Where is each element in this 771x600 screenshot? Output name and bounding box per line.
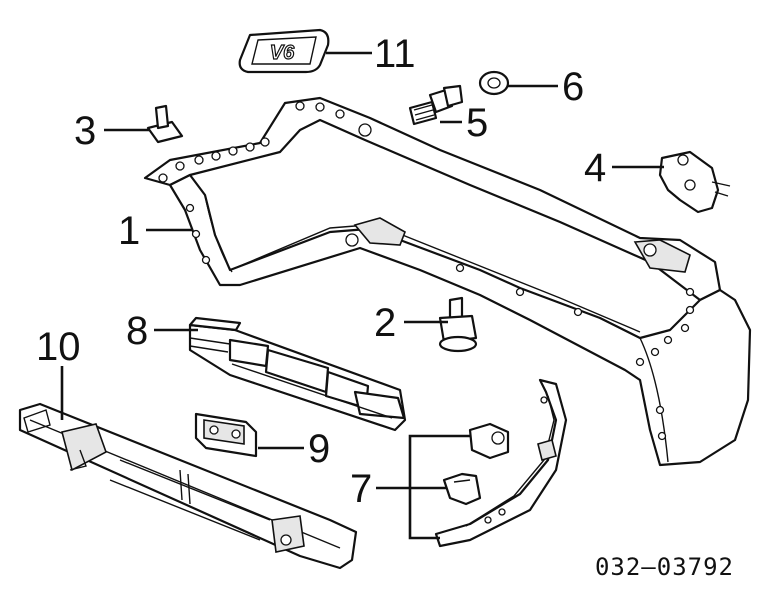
drawing-code: 032–03792 bbox=[595, 553, 734, 581]
flange-holes bbox=[158, 101, 695, 441]
callout-labels: 11 6 5 3 4 1 2 8 10 9 7 bbox=[36, 32, 606, 511]
callout-7: 7 bbox=[350, 467, 372, 511]
callout-5: 5 bbox=[466, 101, 488, 145]
v6-emblem-part: V6 bbox=[238, 28, 330, 74]
trim-bracket-part bbox=[434, 378, 568, 548]
callout-10: 10 bbox=[36, 325, 81, 369]
callout-2: 2 bbox=[374, 301, 396, 345]
leader-lines bbox=[60, 51, 664, 540]
callout-11: 11 bbox=[374, 32, 416, 76]
clip-upper-part bbox=[468, 422, 510, 460]
washer-part bbox=[478, 70, 510, 96]
retainer-part bbox=[438, 296, 478, 353]
absorber-part bbox=[188, 316, 407, 432]
callout-1: 1 bbox=[118, 209, 140, 253]
beam-part bbox=[18, 402, 358, 570]
bolt-part bbox=[408, 84, 464, 126]
callout-3: 3 bbox=[74, 109, 96, 153]
spacer-part bbox=[194, 412, 258, 458]
callout-6: 6 bbox=[562, 65, 584, 109]
callout-4: 4 bbox=[584, 146, 606, 190]
side-bracket-part bbox=[658, 150, 731, 214]
clip-nut-part bbox=[146, 104, 184, 144]
callout-9: 9 bbox=[308, 427, 330, 471]
emblem-text: V6 bbox=[270, 42, 295, 64]
bumper-face-part bbox=[143, 96, 752, 467]
callout-8: 8 bbox=[126, 309, 148, 353]
clip-lower-part bbox=[442, 472, 482, 506]
